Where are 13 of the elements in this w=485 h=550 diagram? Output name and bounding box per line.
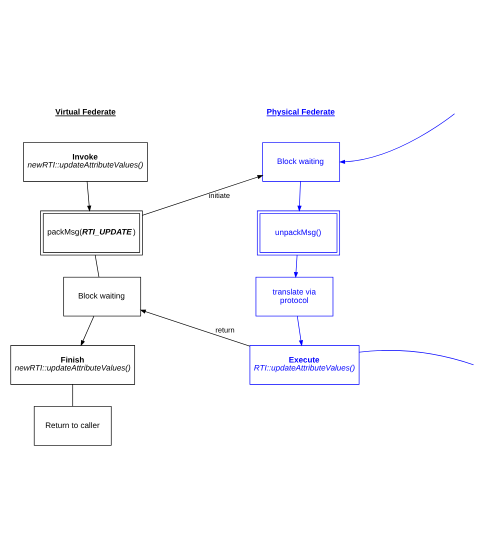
connector — [72, 384, 74, 406]
connector — [358, 350, 474, 365]
arrow — [142, 174, 264, 216]
arrow — [339, 112, 455, 164]
edge-label: initiate — [208, 190, 230, 200]
arrow — [294, 254, 298, 278]
arrow — [140, 309, 250, 346]
arrow — [86, 180, 92, 212]
arrow — [80, 315, 94, 346]
arrow — [296, 315, 304, 346]
connector — [94, 254, 100, 277]
arrow — [297, 180, 302, 212]
edge-label: return — [215, 325, 235, 334]
